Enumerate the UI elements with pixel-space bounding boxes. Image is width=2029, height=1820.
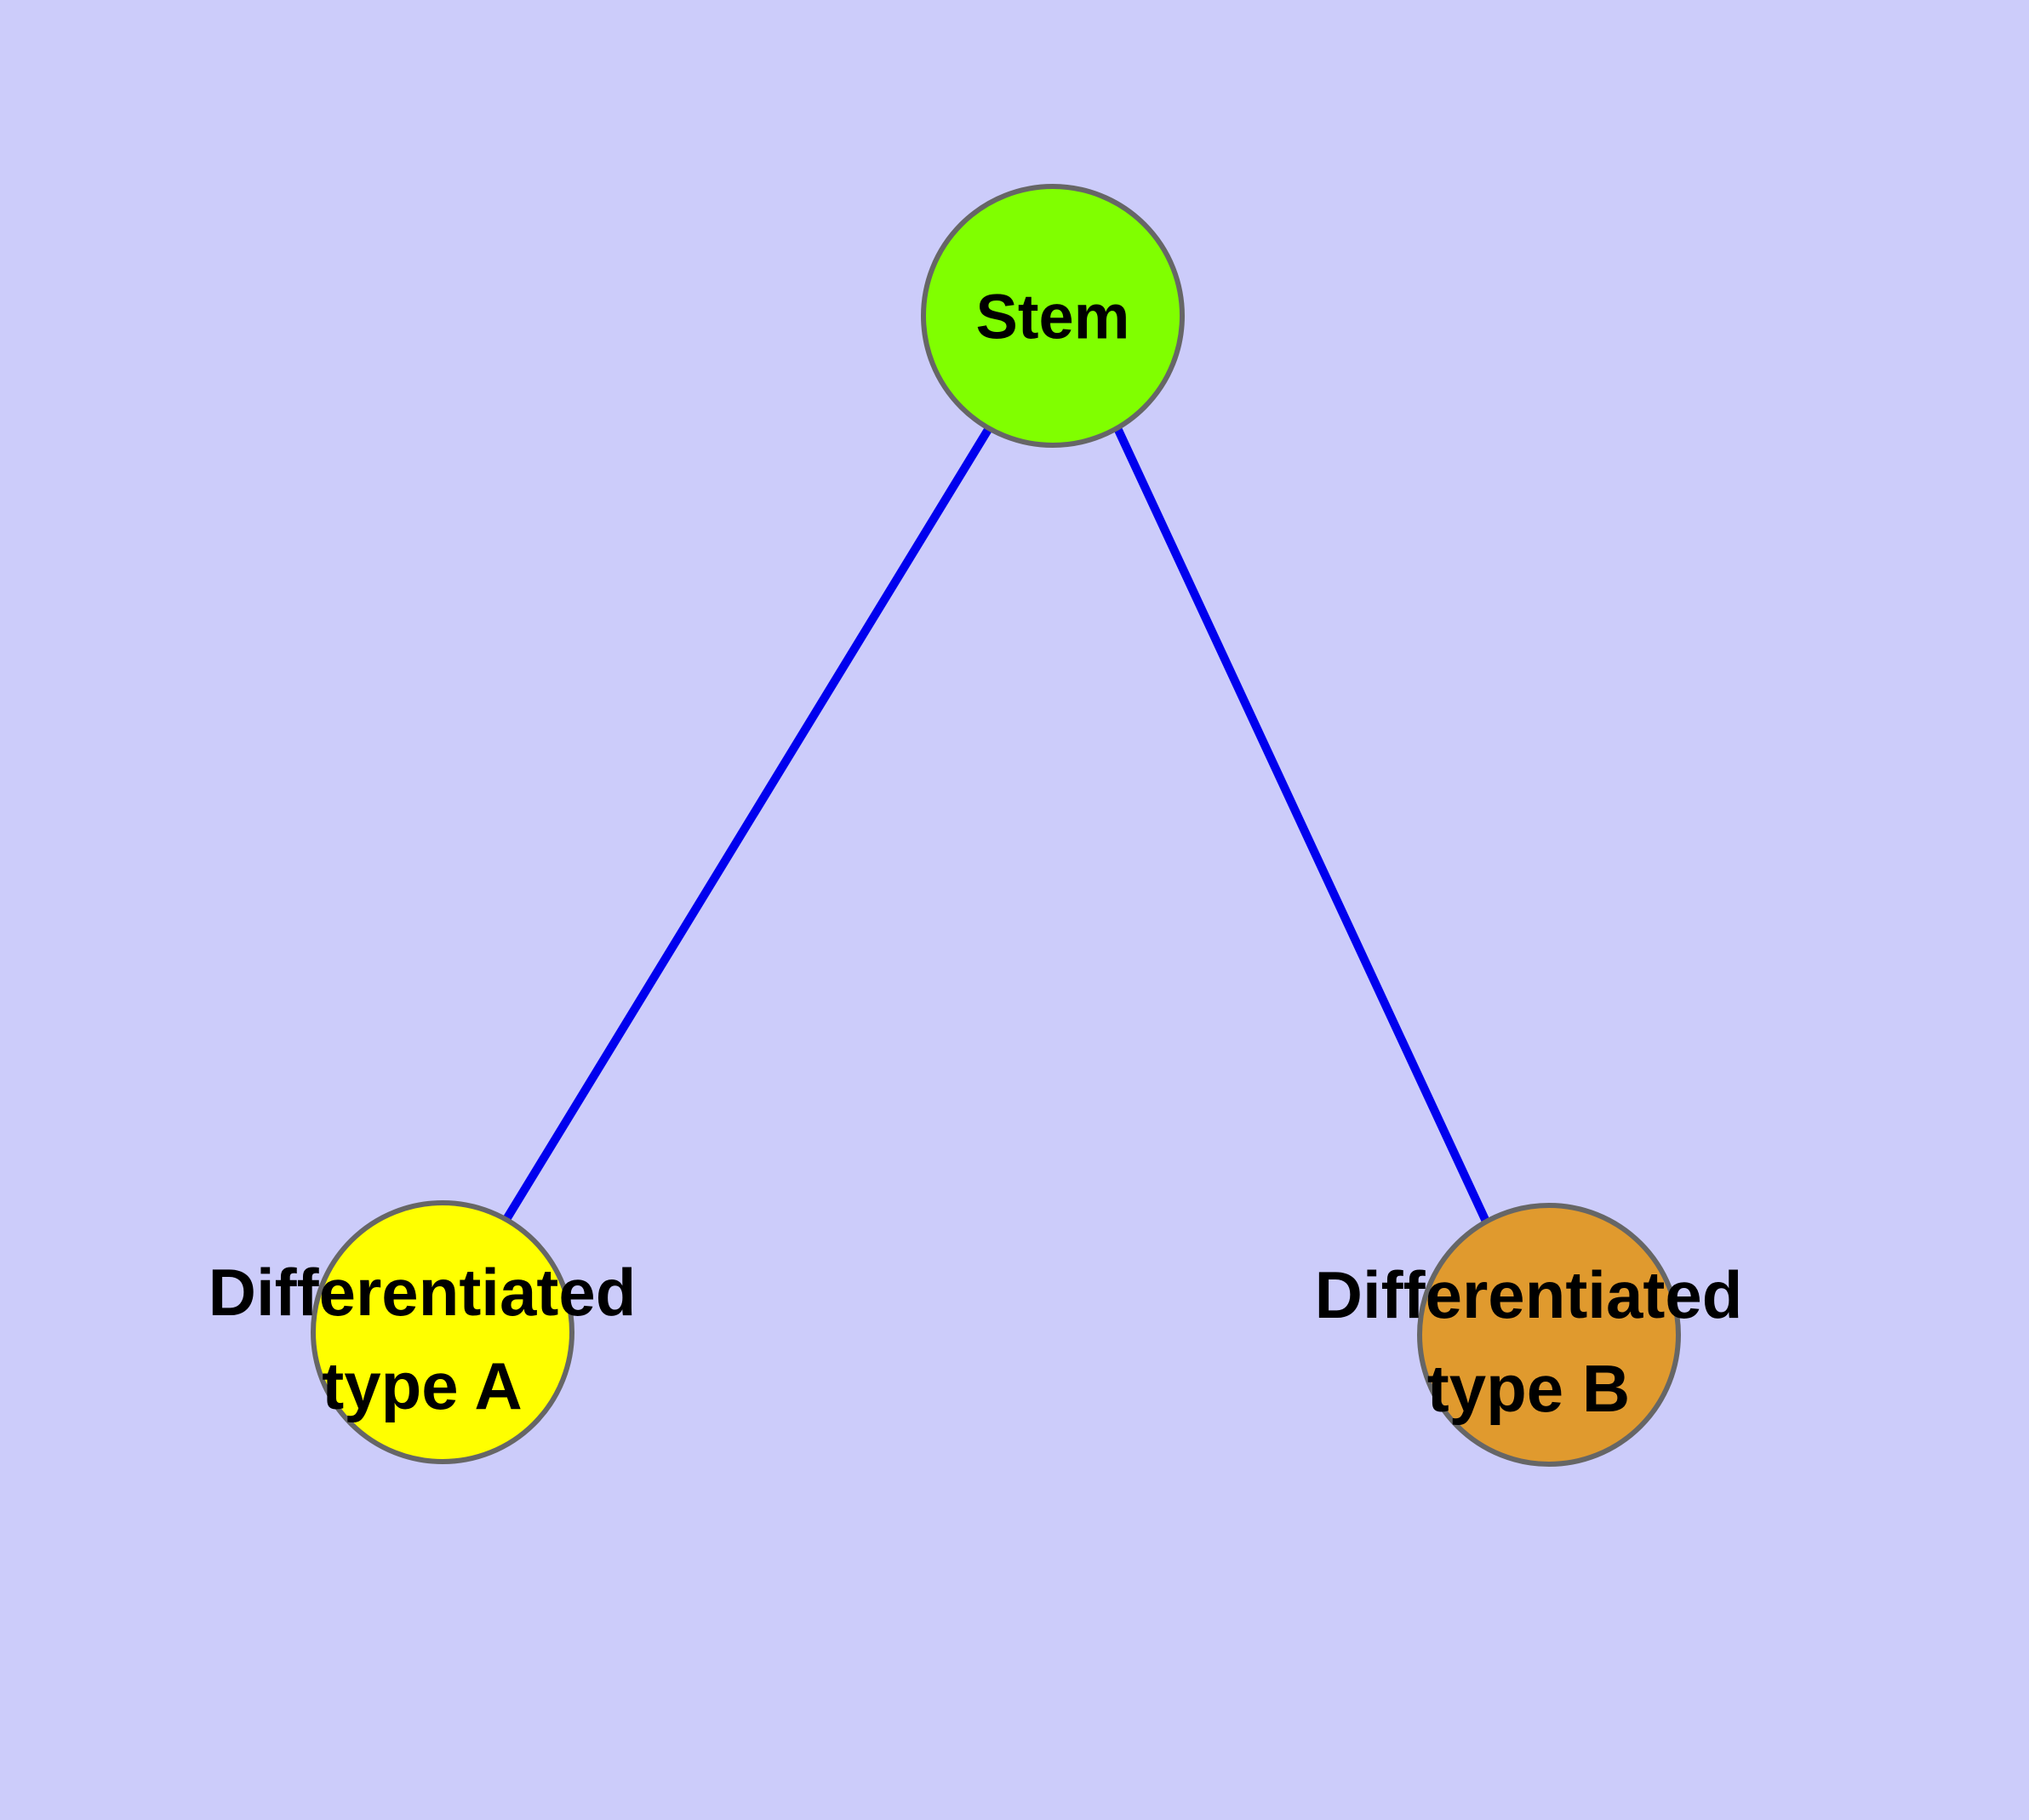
node-diff_a[interactable] [311, 1200, 574, 1464]
node-label-diff_b-line2: type B [1427, 1351, 1630, 1426]
edge-stem-to-a [501, 426, 993, 1223]
node-label-diff_b-line1: Differentiated [1315, 1257, 1743, 1332]
edges-group [501, 426, 1491, 1226]
node-stem[interactable] [921, 184, 1185, 448]
node-diff_b[interactable] [1417, 1203, 1681, 1467]
node-label-stem: Stem [976, 282, 1130, 352]
nodes-group [311, 184, 1681, 1467]
node-label-diff_a-line1: Differentiated [209, 1255, 637, 1330]
edge-stem-to-b [1113, 426, 1491, 1226]
node-label-diff_a-line2: type A [322, 1348, 523, 1423]
